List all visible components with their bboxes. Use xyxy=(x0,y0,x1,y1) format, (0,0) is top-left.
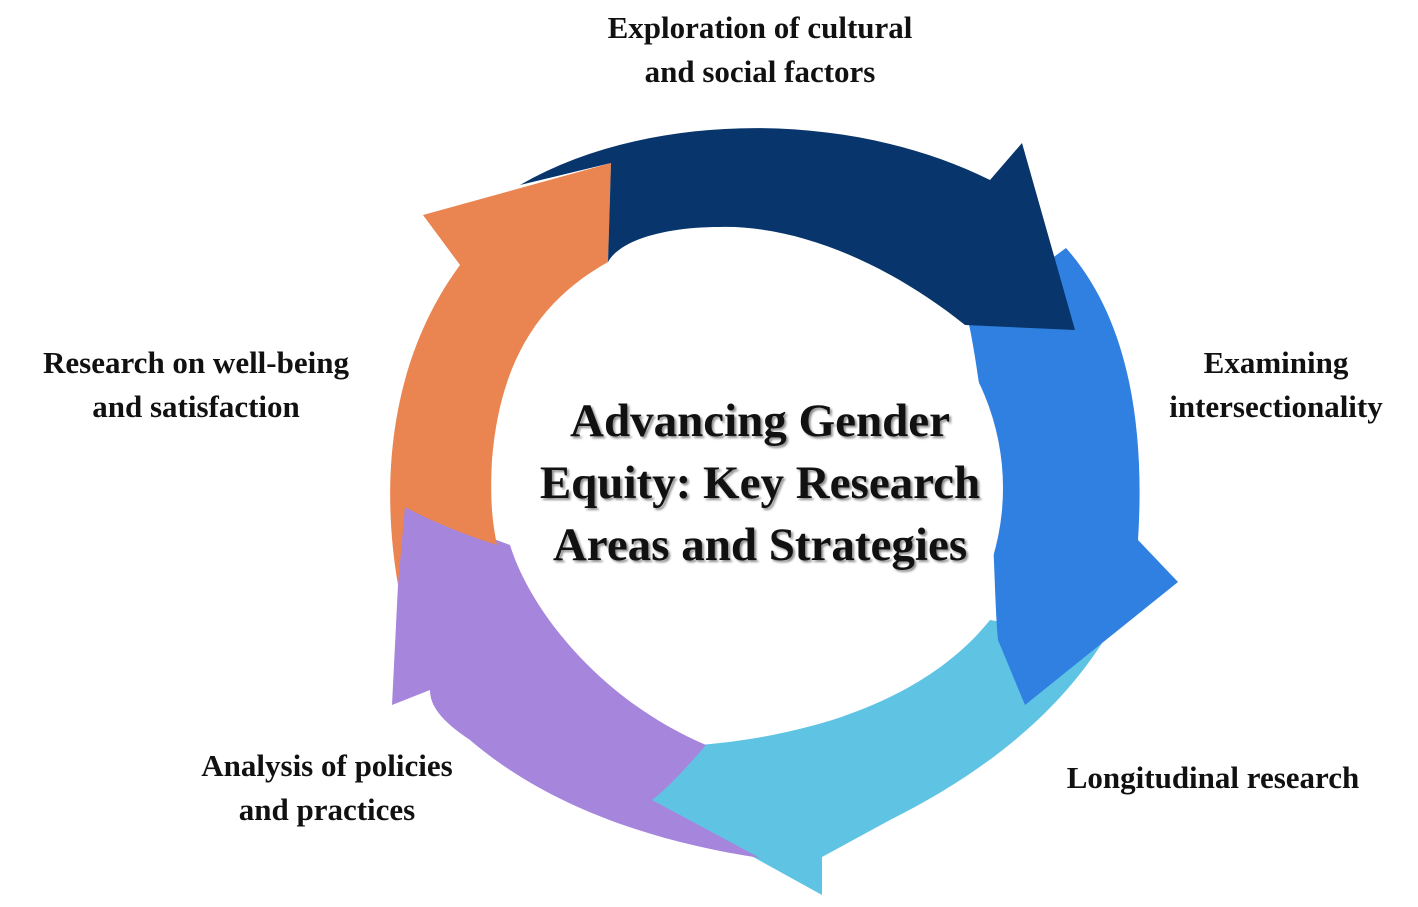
center-circle xyxy=(517,245,1003,731)
title-line-2: Equity: Key Research xyxy=(539,457,981,509)
arrow-policies xyxy=(392,505,760,858)
label-intersectionality-line-1: Examining xyxy=(1203,345,1349,380)
arrow-wellbeing xyxy=(390,163,611,585)
arrow-longitudinal xyxy=(650,620,1104,895)
label-wellbeing: Research on well-being and satisfaction xyxy=(4,341,388,429)
label-policies-line-2: and practices xyxy=(238,792,416,827)
label-cultural: Exploration of cultural and social facto… xyxy=(540,6,980,94)
title-line-1: Advancing Gender xyxy=(570,395,950,447)
label-intersectionality: Examining intersectionality xyxy=(1140,341,1412,429)
label-wellbeing-line-2: and satisfaction xyxy=(92,389,300,424)
label-policies: Analysis of policies and practices xyxy=(162,744,492,832)
label-wellbeing-line-1: Research on well-being xyxy=(43,345,349,380)
label-cultural-line-2: and social factors xyxy=(644,54,876,89)
label-longitudinal-line-1: Longitudinal research xyxy=(1066,760,1360,795)
title-line-3: Areas and Strategies xyxy=(552,519,968,571)
label-cultural-line-1: Exploration of cultural xyxy=(607,10,913,45)
arrow-intersectionality xyxy=(968,248,1178,705)
diagram-title: Advancing Gender Equity: Key Research Ar… xyxy=(470,390,1050,576)
arrow-cultural xyxy=(520,128,1075,330)
label-longitudinal: Longitudinal research xyxy=(1028,756,1398,800)
label-intersectionality-line-2: intersectionality xyxy=(1169,389,1383,424)
label-policies-line-1: Analysis of policies xyxy=(201,748,453,783)
